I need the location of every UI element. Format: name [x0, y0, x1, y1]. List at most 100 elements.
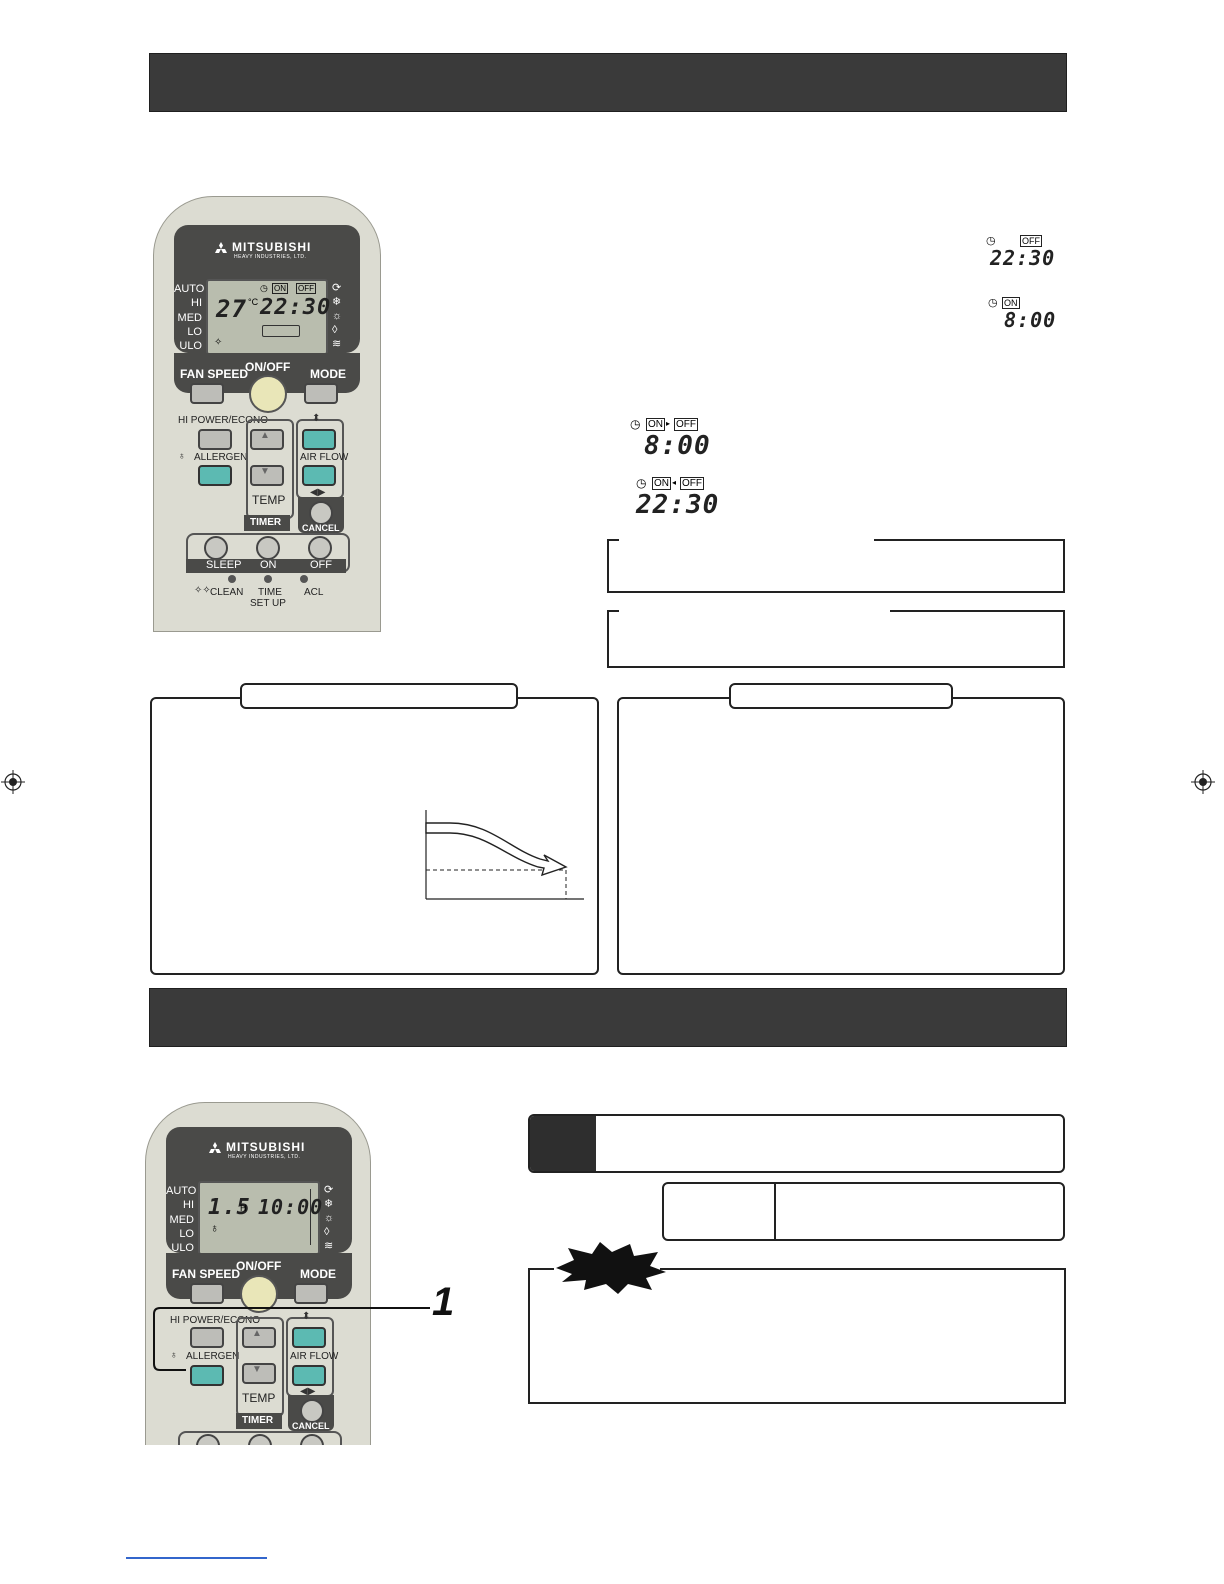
louver-icon	[262, 325, 300, 337]
sleep-button[interactable]	[204, 536, 228, 560]
off-timer-button[interactable]	[308, 536, 332, 560]
step-1-detail-box	[662, 1182, 1065, 1241]
clean-label: CLEAN	[210, 587, 244, 598]
on-timer-time: 8:00	[1004, 308, 1057, 332]
footer-rule	[126, 1557, 267, 1559]
allergen-icon: ♁	[210, 1221, 219, 1235]
hi-power-econo-button[interactable]	[198, 429, 232, 450]
lcd-display: 1.5 H 10:00 ♁	[198, 1181, 322, 1255]
temp-down-button[interactable]	[242, 1363, 276, 1384]
vertical-swing-icon: ⬍	[312, 413, 321, 424]
fan-speed-button[interactable]	[190, 1283, 224, 1304]
mode-button[interactable]	[294, 1283, 328, 1304]
fan-mode-list: AUTO HI MED LO ULO	[166, 1184, 197, 1255]
mode-label: MODE	[300, 1267, 336, 1281]
horizontal-air-flow-button[interactable]	[292, 1365, 326, 1386]
mode-med: MED	[177, 311, 202, 324]
mode-auto: AUTO	[174, 283, 205, 295]
on-timer-button[interactable]	[256, 536, 280, 560]
arrow-right-icon: ▸	[666, 419, 671, 428]
off-on-time: 22:30	[636, 490, 720, 520]
temp-down-button[interactable]	[250, 465, 284, 486]
brand-subtitle: HEAVY INDUSTRIES, LTD.	[234, 254, 307, 260]
timer-label: TIMER	[250, 517, 282, 528]
mode-lo: LO	[187, 325, 202, 338]
air-flow-label: AIR FLOW	[290, 1351, 339, 1362]
mode-ulo: ULO	[171, 1242, 194, 1255]
cancel-label: CANCEL	[302, 523, 340, 533]
note-box-1-top-right	[874, 539, 1065, 541]
time-setup-button[interactable]	[264, 575, 272, 583]
registration-mark-right-icon	[1191, 770, 1215, 794]
mitsubishi-logo-icon	[208, 1141, 222, 1153]
allergen-button[interactable]	[198, 465, 232, 486]
chevron-up-icon: ▲	[252, 1328, 262, 1339]
info-panel-left-title	[240, 683, 518, 709]
mode-ulo: ULO	[179, 340, 202, 353]
dry-mode-icon: ◊	[324, 1226, 330, 1238]
mitsubishi-logo-icon	[214, 241, 228, 253]
vertical-air-flow-button[interactable]	[292, 1327, 326, 1348]
step-callout-line	[153, 1307, 430, 1371]
fan-mode-list: AUTO HI MED LO ULO	[174, 282, 205, 353]
lcd-hours-unit: H	[240, 1203, 247, 1213]
allergen-icon: ♁	[178, 451, 186, 462]
note-box-2	[607, 610, 1065, 668]
temp-up-button[interactable]	[242, 1327, 276, 1348]
note-box-2-top-left	[607, 610, 619, 612]
info-panel-left	[150, 697, 599, 975]
setup-label: SET UP	[250, 598, 286, 609]
on-off-button[interactable]	[249, 375, 287, 413]
step-1-detail-divider	[774, 1184, 776, 1239]
mode-med: MED	[169, 1213, 194, 1226]
lcd-on-indicator: ON	[272, 283, 288, 294]
mode-hi: HI	[183, 1199, 194, 1212]
lcd-divider	[310, 1189, 311, 1245]
lcd-temp-unit: °C	[248, 297, 259, 307]
cancel-button[interactable]	[309, 501, 333, 525]
step-1-box	[528, 1114, 1065, 1173]
temp-up-button[interactable]	[250, 429, 284, 450]
acl-button[interactable]	[300, 575, 308, 583]
heat-mode-icon: ☼	[324, 1212, 335, 1224]
clock-icon: ◷	[630, 417, 641, 431]
operation-mode-icons: ⟳ ❄ ☼ ◊ ≋	[324, 1183, 338, 1255]
clock-icon: ◷	[988, 297, 998, 309]
operation-mode-icons: ⟳ ❄ ☼ ◊ ≋	[332, 281, 346, 353]
note-box-1-top-left	[607, 539, 619, 541]
note-box-1	[607, 539, 1065, 593]
starburst-badge-icon	[554, 1242, 666, 1294]
clean-sparkle-icon-2: ✧✧	[194, 585, 211, 596]
hi-power-econo-label: HI POWER/ECONO	[170, 1315, 261, 1326]
clock-icon: ◷	[636, 476, 647, 490]
temperature-curve-graph	[425, 810, 584, 900]
auto-mode-icon: ⟳	[332, 282, 342, 294]
temp-label: TEMP	[242, 1391, 276, 1405]
mode-button[interactable]	[304, 383, 338, 404]
cancel-button[interactable]	[300, 1399, 324, 1423]
on-indicator: ON	[1002, 297, 1020, 309]
on-off-time: 8:00	[644, 431, 711, 461]
timer-labels-panel	[186, 559, 346, 573]
timer-label: TIMER	[242, 1415, 274, 1426]
brand-subtitle: HEAVY INDUSTRIES, LTD.	[228, 1154, 301, 1160]
on-off-label: ON/OFF	[245, 360, 291, 374]
allergen-label: ALLERGEN	[186, 1351, 240, 1362]
on-off-button[interactable]	[240, 1275, 278, 1313]
heat-mode-icon: ☼	[332, 310, 343, 322]
fan-speed-button[interactable]	[190, 383, 224, 404]
hi-power-econo-button[interactable]	[190, 1327, 224, 1348]
vertical-air-flow-button[interactable]	[302, 429, 336, 450]
clean-button[interactable]	[228, 575, 236, 583]
fan-mode-icon: ≋	[332, 338, 342, 350]
mode-auto: AUTO	[166, 1185, 197, 1197]
lcd-temperature: 27	[216, 295, 247, 323]
section-header-bar-2	[149, 988, 1067, 1047]
horizontal-air-flow-button[interactable]	[302, 465, 336, 486]
on-label: ON	[260, 559, 277, 571]
off-indicator: OFF	[1020, 235, 1042, 247]
off-timer-time: 22:30	[990, 246, 1056, 270]
fan-speed-label: FAN SPEED	[180, 367, 249, 381]
allergen-button[interactable]	[190, 1365, 224, 1386]
timer-label-panel	[244, 515, 290, 531]
